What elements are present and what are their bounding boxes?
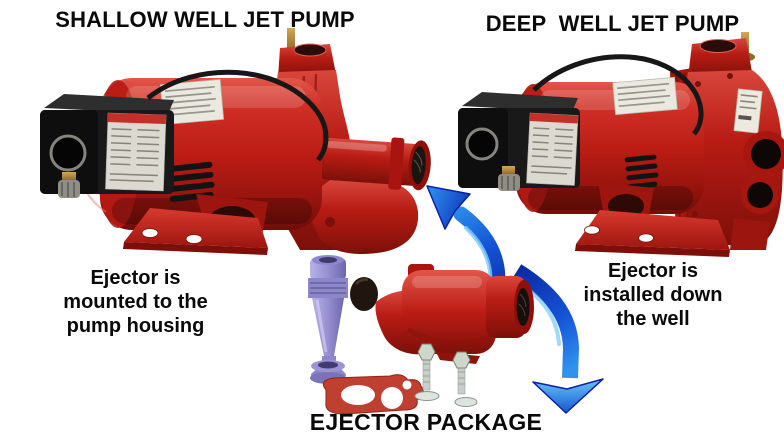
switch-label [105, 112, 167, 192]
shallow-well-title: SHALLOW WELL JET PUMP [55, 7, 355, 32]
head-spec-label [733, 88, 763, 134]
ejector-knob-icon [350, 277, 378, 311]
caption-line: Ejector is [607, 260, 699, 282]
caption-line: pump housing [66, 315, 205, 337]
caption-line: installed down [583, 284, 723, 306]
switch-label [526, 112, 579, 186]
power-cable-icon [146, 69, 329, 162]
pump-base [123, 194, 268, 255]
conduit-hole-icon [49, 134, 87, 172]
outlet-pipe [320, 137, 431, 191]
ejector-bore-icon [516, 288, 530, 326]
mounting-bolts [414, 343, 478, 407]
conduit-hole-icon [465, 127, 499, 161]
ejector-body [375, 264, 534, 364]
pump-base [575, 182, 730, 257]
deep-well-title: DEEP WELL JET PUMP [485, 11, 740, 36]
motor-spec-label [159, 79, 225, 125]
venturi-nozzle [308, 255, 348, 384]
ejector-package-label: EJECTOR PACKAGE [309, 409, 543, 435]
vent-slots-icon [166, 161, 215, 202]
washer-icon [414, 391, 440, 401]
caption-line: Ejector is [90, 267, 181, 289]
ejector-package-photo [308, 255, 534, 415]
deep-well-pump-photo [458, 32, 784, 257]
caption-line: mounted to the [63, 291, 208, 313]
power-cable-icon [532, 54, 704, 136]
pressure-switch [40, 94, 174, 198]
deep-well-caption: Ejector is installed down the well [553, 259, 753, 331]
caption-line: the well [616, 308, 690, 330]
pressure-switch [458, 92, 580, 191]
gasket [322, 374, 424, 415]
washer-icon [454, 397, 478, 407]
brass-vent-fitting-icon [287, 28, 295, 52]
motor-spec-label [612, 76, 678, 116]
shallow-well-pump-photo [40, 28, 431, 255]
shallow-well-caption: Ejector is mounted to the pump housing [28, 266, 243, 338]
